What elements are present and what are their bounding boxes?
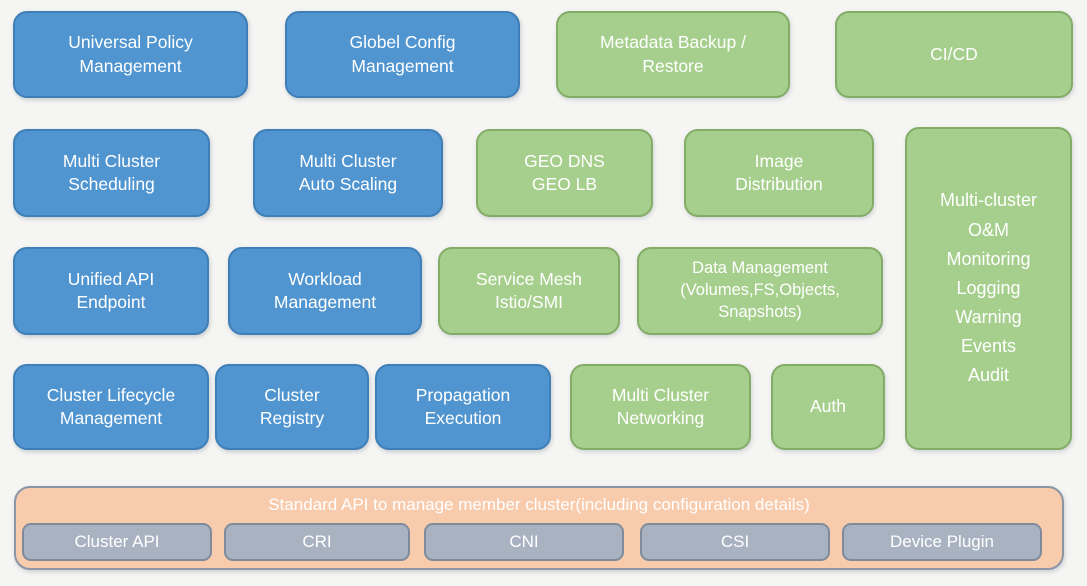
block-ci-cd: CI/CD: [835, 11, 1073, 98]
api-item-csi: CSI: [640, 523, 830, 561]
api-item-cluster-api: Cluster API: [22, 523, 212, 561]
block-label: Multi Cluster Scheduling: [62, 150, 161, 194]
api-item-label: CNI: [509, 532, 539, 551]
block-label: Multi Cluster Auto Scaling: [298, 150, 398, 194]
block-global-config-management: Globel Config Management: [285, 11, 520, 98]
api-item-label: CSI: [720, 532, 750, 551]
api-item-cni: CNI: [424, 523, 624, 561]
block-metadata-backup-restore: Metadata Backup / Restore: [556, 11, 790, 98]
block-label: GEO DNS GEO LB: [524, 150, 605, 194]
block-label: Universal Policy Management: [68, 32, 193, 76]
api-item-device-plugin: Device Plugin: [842, 523, 1042, 561]
block-multi-cluster-auto-scaling: Multi Cluster Auto Scaling: [253, 129, 443, 217]
block-label: Multi Cluster Networking: [611, 384, 710, 428]
block-workload-management: Workload Management: [228, 247, 422, 335]
api-item-label: CRI: [302, 532, 332, 551]
block-auth: Auth: [771, 364, 885, 450]
block-cluster-lifecycle-management: Cluster Lifecycle Management: [13, 364, 209, 450]
block-universal-policy-management: Universal Policy Management: [13, 11, 248, 98]
block-label: Globel Config Management: [349, 32, 456, 76]
block-propagation-execution: Propagation Execution: [375, 364, 551, 450]
block-label: Unified API Endpoint: [67, 268, 155, 312]
block-geo-dns-geo-lb: GEO DNS GEO LB: [476, 129, 653, 217]
api-item-label: Cluster API: [74, 532, 160, 551]
block-multi-cluster-om: Multi-cluster O&M Monitoring Logging War…: [905, 127, 1072, 450]
block-multi-cluster-networking: Multi Cluster Networking: [570, 364, 751, 450]
block-label: Image Distribution: [735, 150, 823, 194]
block-label: Cluster Registry: [259, 384, 325, 428]
block-label: CI/CD: [930, 43, 978, 64]
block-data-management: Data Management (Volumes,FS,Objects, Sna…: [637, 247, 883, 335]
standard-api-bar-title: Standard API to manage member cluster(in…: [268, 495, 810, 514]
block-service-mesh: Service Mesh Istio/SMI: [438, 247, 620, 335]
api-item-label: Device Plugin: [890, 532, 994, 551]
block-label: Multi-cluster O&M Monitoring Logging War…: [939, 190, 1037, 386]
block-multi-cluster-scheduling: Multi Cluster Scheduling: [13, 129, 210, 217]
block-label: Propagation Execution: [415, 384, 511, 428]
block-cluster-registry: Cluster Registry: [215, 364, 369, 450]
block-image-distribution: Image Distribution: [684, 129, 874, 217]
block-unified-api-endpoint: Unified API Endpoint: [13, 247, 209, 335]
block-label: Metadata Backup / Restore: [600, 32, 746, 76]
block-label: Cluster Lifecycle Management: [46, 384, 176, 428]
block-label: Service Mesh Istio/SMI: [475, 268, 582, 312]
block-label: Workload Management: [273, 268, 377, 312]
api-item-cri: CRI: [224, 523, 410, 561]
block-label: Auth: [810, 396, 846, 417]
block-label: Data Management (Volumes,FS,Objects, Sna…: [680, 259, 840, 321]
